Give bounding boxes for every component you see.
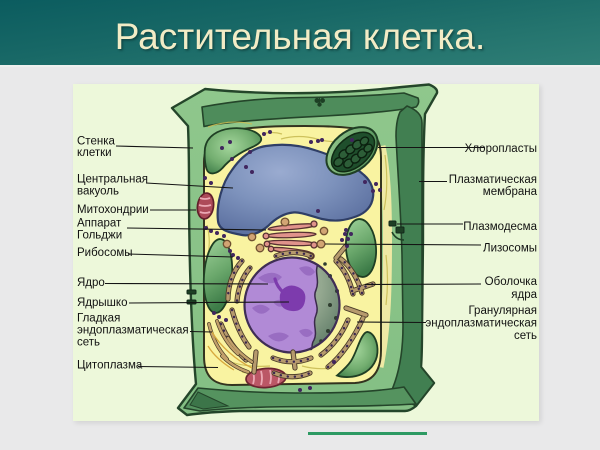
svg-text:клетки: клетки xyxy=(77,147,112,159)
svg-text:Ядро: Ядро xyxy=(77,277,105,289)
svg-text:Митохондрии: Митохондрии xyxy=(77,204,149,216)
svg-text:сеть: сеть xyxy=(514,330,537,342)
svg-text:Оболочка: Оболочка xyxy=(485,276,538,288)
svg-text:сеть: сеть xyxy=(77,337,100,349)
svg-text:Хлоропласты: Хлоропласты xyxy=(465,143,537,155)
svg-text:Плазматическая: Плазматическая xyxy=(449,174,537,186)
svg-text:Гранулярная: Гранулярная xyxy=(468,305,537,317)
svg-text:эндоплазматическая: эндоплазматическая xyxy=(425,318,537,330)
svg-text:Рибосомы: Рибосомы xyxy=(77,247,133,259)
svg-text:Стенка: Стенка xyxy=(77,136,115,148)
svg-text:вакуоль: вакуоль xyxy=(77,186,119,198)
svg-text:мембрана: мембрана xyxy=(483,186,538,198)
svg-text:Плазмодесма: Плазмодесма xyxy=(463,221,537,233)
svg-text:Ядрышко: Ядрышко xyxy=(77,297,127,309)
svg-text:эндоплазматическая: эндоплазматическая xyxy=(77,325,189,337)
svg-text:Центральная: Центральная xyxy=(77,174,148,186)
svg-text:ядра: ядра xyxy=(511,289,537,301)
svg-text:Лизосомы: Лизосомы xyxy=(483,243,537,255)
svg-text:Гольджи: Гольджи xyxy=(77,230,122,242)
svg-text:Цитоплазма: Цитоплазма xyxy=(77,360,143,372)
svg-text:Аппарат: Аппарат xyxy=(77,218,122,230)
svg-text:Гладкая: Гладкая xyxy=(77,313,120,325)
